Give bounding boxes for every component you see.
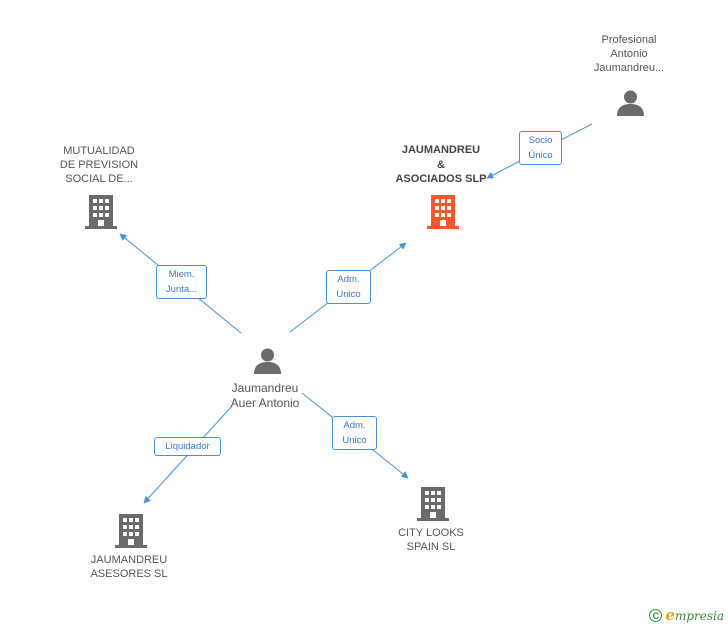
- building-icon[interactable]: [417, 487, 449, 521]
- label-line: Profesional: [601, 34, 657, 46]
- edge-label-liquidador[interactable]: Liquidador: [154, 437, 221, 456]
- edge-label-line: Unico: [336, 289, 361, 300]
- node-label-jaumandreu-asesores[interactable]: JAUMANDREU ASESORES SL: [59, 553, 199, 581]
- label-line: ASESORES SL: [90, 568, 168, 580]
- edge-label-adm-unico-2[interactable]: Adm. Unico: [332, 416, 377, 450]
- edge-label-line: Adm.: [337, 274, 360, 285]
- copyright-icon: C: [649, 608, 663, 622]
- label-line: DE PREVISION: [59, 159, 139, 171]
- label-line: Jaumandreu: [231, 381, 299, 395]
- building-icon[interactable]: [85, 195, 117, 229]
- person-icon[interactable]: [253, 347, 282, 374]
- edge-label-line: Liquidador: [165, 441, 210, 452]
- edge-label-line: Miem.: [168, 269, 195, 280]
- brand-initial: e: [665, 606, 675, 624]
- brand-footer[interactable]: C empresia: [649, 606, 724, 624]
- node-label-mutualidad[interactable]: MUTUALIDAD DE PREVISION SOCIAL DE...: [29, 144, 169, 186]
- edge-label-line: Único: [528, 150, 553, 161]
- label-line: Auer Antonio: [230, 395, 300, 410]
- label-line: MUTUALIDAD: [63, 145, 135, 157]
- label-line: Jaumandreu...: [593, 62, 665, 74]
- label-line: Antonio: [610, 48, 648, 60]
- node-label-profesional[interactable]: Profesional Antonio Jaumandreu...: [559, 33, 699, 75]
- label-line: JAUMANDREU: [90, 554, 168, 566]
- label-line: JAUMANDREU: [401, 144, 481, 156]
- brand-rest: mpresia: [674, 609, 724, 623]
- person-icon[interactable]: [616, 89, 645, 116]
- label-line: &: [437, 158, 445, 171]
- edge-label-line: Adm.: [343, 420, 366, 431]
- edge-label-line: Socio: [528, 135, 553, 146]
- brand-logo: empresia: [665, 606, 724, 624]
- node-label-city-looks[interactable]: CITY LOOKS SPAIN SL: [361, 526, 501, 554]
- building-icon[interactable]: [115, 514, 147, 548]
- label-line: ASOCIADOS SLP: [395, 173, 487, 185]
- edge-label-adm-unico-1[interactable]: Adm. Unico: [326, 270, 371, 304]
- node-label-jaumandreu-asociados[interactable]: JAUMANDREU & ASOCIADOS SLP: [371, 143, 511, 187]
- edge-label-line: Junta...: [165, 284, 198, 295]
- label-line: SPAIN SL: [406, 541, 456, 553]
- edge-label-socio-unico[interactable]: Socio Único: [519, 131, 562, 165]
- label-line: CITY LOOKS: [398, 527, 464, 539]
- edge-label-miem-junta[interactable]: Miem. Junta...: [156, 265, 207, 299]
- node-label-center-person[interactable]: Jaumandreu Auer Antonio: [195, 381, 335, 410]
- edge-label-line: Unico: [342, 435, 367, 446]
- building-icon[interactable]: [427, 195, 459, 229]
- label-line: SOCIAL DE...: [65, 173, 133, 185]
